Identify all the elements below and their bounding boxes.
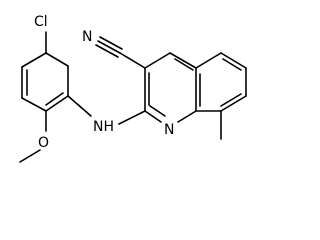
bond [45, 92, 64, 106]
bond [67, 95, 92, 117]
chlorine-atom-label: Cl [34, 14, 48, 30]
bond [144, 110, 162, 123]
bond [174, 58, 194, 71]
bond [118, 110, 146, 125]
bond [144, 52, 171, 69]
bond [220, 93, 242, 107]
bond [45, 95, 69, 112]
methoxy-oxygen-atom-label: O [38, 135, 49, 151]
nitrile-nitrogen-atom-label: N [82, 29, 92, 45]
bond [177, 110, 197, 123]
bond [222, 58, 242, 71]
chloromethoxyphenyl-ring [21, 52, 69, 112]
bond [220, 95, 247, 112]
chemical-structure: Cl O NH N N [19, 14, 247, 163]
bond [99, 36, 123, 50]
bond [195, 52, 222, 69]
bond [21, 52, 47, 68]
bond [169, 52, 197, 69]
bond [21, 97, 47, 112]
bond [97, 40, 121, 54]
bond [19, 149, 41, 163]
nitrile-group [95, 36, 146, 69]
quinoline-pyridine-ring [144, 52, 197, 123]
quinoline-benzo-ring [195, 52, 247, 112]
amine-atom-label: NH [93, 119, 114, 135]
bond [220, 52, 247, 69]
bond [45, 52, 69, 67]
ring-nitrogen-atom-label: N [164, 122, 174, 138]
bond [95, 44, 119, 58]
bond [119, 52, 146, 69]
bond [149, 105, 166, 117]
